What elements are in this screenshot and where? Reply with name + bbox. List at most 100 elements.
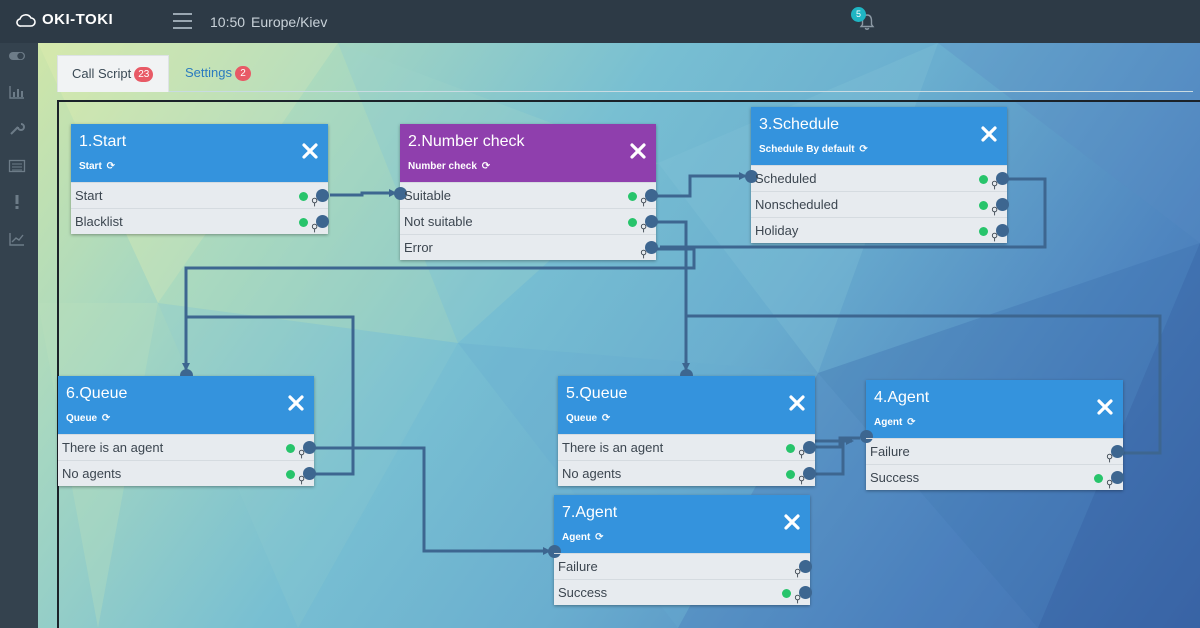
close-icon[interactable] <box>788 394 806 412</box>
tab-badge: 23 <box>134 67 154 82</box>
bar-chart-icon[interactable] <box>8 85 26 99</box>
flow-canvas[interactable] <box>57 100 1200 628</box>
output-port[interactable] <box>316 189 329 202</box>
input-port[interactable] <box>745 170 758 183</box>
output-port[interactable] <box>303 441 316 454</box>
node-queue-5[interactable]: 5.Queue Queue ⟳ There is an agent⚲ No ag… <box>558 369 816 486</box>
node-header[interactable]: 2.Number check Number check ⟳ <box>400 124 656 182</box>
node-agent-7[interactable]: 7.Agent Agent ⟳ Failure⚲ Success⚲ <box>548 495 812 605</box>
output-port[interactable] <box>1111 445 1124 458</box>
node-subtitle[interactable]: Start ⟳ <box>79 161 115 172</box>
output-port[interactable] <box>799 586 812 599</box>
link-icon: ⚲ <box>298 449 306 460</box>
close-icon[interactable] <box>287 394 305 412</box>
status-dot <box>299 192 308 201</box>
output-port[interactable] <box>645 189 658 202</box>
notification-badge: 5 <box>851 7 866 22</box>
link-icon: ⚲ <box>991 206 999 217</box>
status-dot <box>299 218 308 227</box>
close-icon[interactable] <box>783 513 801 531</box>
alert-icon[interactable] <box>8 195 26 209</box>
node-queue-6[interactable]: 6.Queue Queue ⟳ There is an agent⚲ No ag… <box>58 369 316 486</box>
node-title: 1.Start <box>79 133 127 150</box>
close-icon[interactable] <box>629 142 647 160</box>
close-icon[interactable] <box>1096 398 1114 416</box>
refresh-icon[interactable]: ⟳ <box>856 144 868 155</box>
refresh-icon[interactable]: ⟳ <box>904 417 916 428</box>
link-icon: ⚲ <box>1106 453 1114 464</box>
output-port[interactable] <box>799 560 812 573</box>
output-port[interactable] <box>645 241 658 254</box>
output-port[interactable] <box>996 172 1009 185</box>
refresh-icon[interactable]: ⟳ <box>599 413 611 424</box>
output-port[interactable] <box>1111 471 1124 484</box>
output-port[interactable] <box>303 467 316 480</box>
node-header[interactable]: 1.Start Start ⟳ <box>71 124 328 182</box>
wrench-icon[interactable] <box>8 122 26 136</box>
line-chart-icon[interactable] <box>8 232 26 246</box>
refresh-icon[interactable]: ⟳ <box>592 532 604 543</box>
node-header[interactable]: 6.Queue Queue ⟳ <box>58 376 314 434</box>
list-icon[interactable] <box>8 159 26 173</box>
status-dot <box>782 589 791 598</box>
status-dot <box>286 444 295 453</box>
node-subtitle[interactable]: Queue ⟳ <box>566 413 610 424</box>
node-subtitle[interactable]: Agent ⟳ <box>874 417 916 428</box>
node-start[interactable]: 1.Start Start ⟳ Start ⚲ Blacklist⚲ <box>71 124 329 234</box>
refresh-icon[interactable]: ⟳ <box>99 413 111 424</box>
toggle-icon[interactable] <box>8 49 26 63</box>
refresh-icon[interactable]: ⟳ <box>103 161 115 172</box>
input-port[interactable] <box>394 187 407 200</box>
node-subtitle[interactable]: Queue ⟳ <box>66 413 110 424</box>
output-port[interactable] <box>996 224 1009 237</box>
output-port[interactable] <box>996 198 1009 211</box>
node-output-row: Not suitable⚲ <box>400 208 658 234</box>
link-icon: ⚲ <box>311 197 319 208</box>
node-output-row: Suitable⚲ <box>400 182 658 208</box>
row-label: Not suitable <box>404 214 473 229</box>
input-port[interactable] <box>548 545 561 558</box>
node-schedule[interactable]: 3.Schedule Schedule By default ⟳ Schedul… <box>745 107 1009 243</box>
input-port[interactable] <box>860 430 873 443</box>
node-header[interactable]: 5.Queue Queue ⟳ <box>558 376 815 434</box>
node-subtitle-text: Start <box>79 161 102 172</box>
node-header[interactable]: 3.Schedule Schedule By default ⟳ <box>751 107 1007 165</box>
node-agent-4[interactable]: 4.Agent Agent ⟳ Failure⚲ Success⚲ <box>860 380 1124 490</box>
node-header[interactable]: 4.Agent Agent ⟳ <box>866 380 1123 438</box>
close-icon[interactable] <box>980 125 998 143</box>
node-subtitle[interactable]: Number check ⟳ <box>408 161 490 172</box>
node-subtitle-text: Agent <box>562 532 591 543</box>
node-output-row: There is an agent⚲ <box>58 434 316 460</box>
node-title: 4.Agent <box>874 389 930 406</box>
status-dot <box>628 192 637 201</box>
status-dot <box>786 444 795 453</box>
output-port[interactable] <box>645 215 658 228</box>
link-icon: ⚲ <box>640 197 648 208</box>
close-icon[interactable] <box>301 142 319 160</box>
node-number-check[interactable]: 2.Number check Number check ⟳ Suitable⚲ … <box>394 124 658 260</box>
node-subtitle[interactable]: Schedule By default ⟳ <box>759 144 868 155</box>
row-label: There is an agent <box>562 440 664 455</box>
menu-toggle-icon[interactable] <box>173 13 192 29</box>
node-subtitle-text: Agent <box>874 417 903 428</box>
status-dot <box>628 218 637 227</box>
output-port[interactable] <box>316 215 329 228</box>
node-output-row: Error⚲ <box>400 234 658 260</box>
output-port[interactable] <box>803 441 816 454</box>
link-icon: ⚲ <box>798 449 806 460</box>
refresh-icon[interactable]: ⟳ <box>478 161 491 172</box>
node-title: 5.Queue <box>566 385 628 402</box>
output-port[interactable] <box>803 467 816 480</box>
link-icon: ⚲ <box>991 232 999 243</box>
link-icon: ⚲ <box>640 249 648 260</box>
row-label: Holiday <box>755 223 799 238</box>
node-header[interactable]: 7.Agent Agent ⟳ <box>554 495 810 553</box>
node-output-row: Blacklist⚲ <box>71 208 329 234</box>
node-subtitle[interactable]: Agent ⟳ <box>562 532 604 543</box>
logo[interactable]: OKI-TOKI <box>16 11 113 28</box>
status-dot <box>979 201 988 210</box>
logo-text: OKI-TOKI <box>42 11 114 28</box>
